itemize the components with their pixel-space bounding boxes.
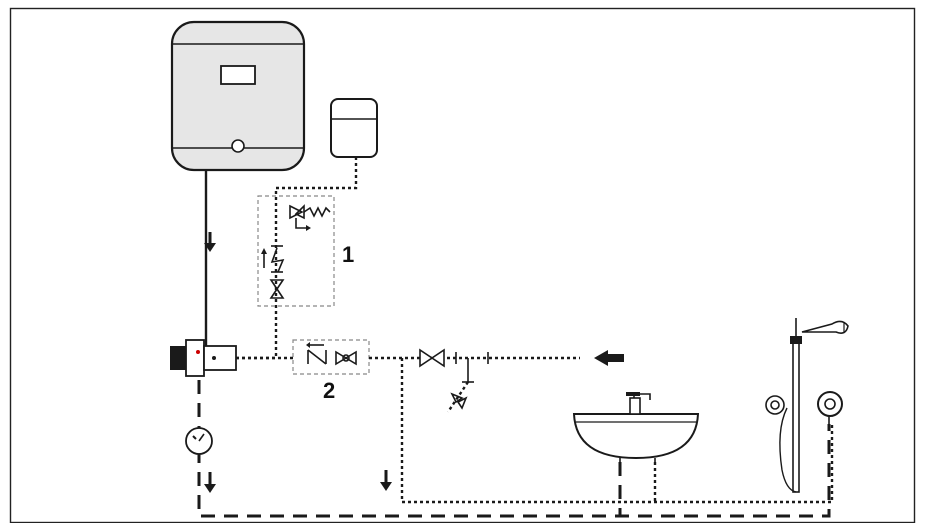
thermometer-icon [185,427,213,455]
stop-valve-icon [419,348,445,368]
heater-knob [231,139,245,153]
ball-valve-icon [335,350,357,366]
flow-arrow-hot [204,232,216,252]
shower-mixer-right [817,391,843,424]
check-valve-icon [261,245,285,273]
expansion-tank [330,98,378,158]
mixing-valve [170,339,237,377]
cold-feed-to-heater [236,157,358,360]
flow-arrow-mixed [204,472,216,493]
mixing-group-box [292,339,370,375]
label-safety-group: 1 [342,242,354,267]
faucet-icon [626,392,651,415]
heater-display [220,65,256,85]
cold-distribution-line [400,358,834,504]
safety-valve-icon [289,204,331,231]
water-heater [170,20,306,172]
label-mixing-group: 2 [323,378,335,403]
inlet-arrow [594,350,624,366]
shower-hose [779,407,797,493]
gate-valve-icon [269,279,285,299]
shower-assembly [765,318,849,493]
filter-tee-icon [447,352,489,413]
shower-head-icon [801,320,849,334]
shower-valve-left [765,395,785,415]
frame [9,7,916,523]
mixed-water-line [197,380,831,518]
safety-group-box [257,195,335,307]
shower-rail [792,337,800,493]
flow-arrow-cold [380,470,392,491]
check-valve-2-icon [306,342,327,365]
wash-basin [572,392,700,462]
